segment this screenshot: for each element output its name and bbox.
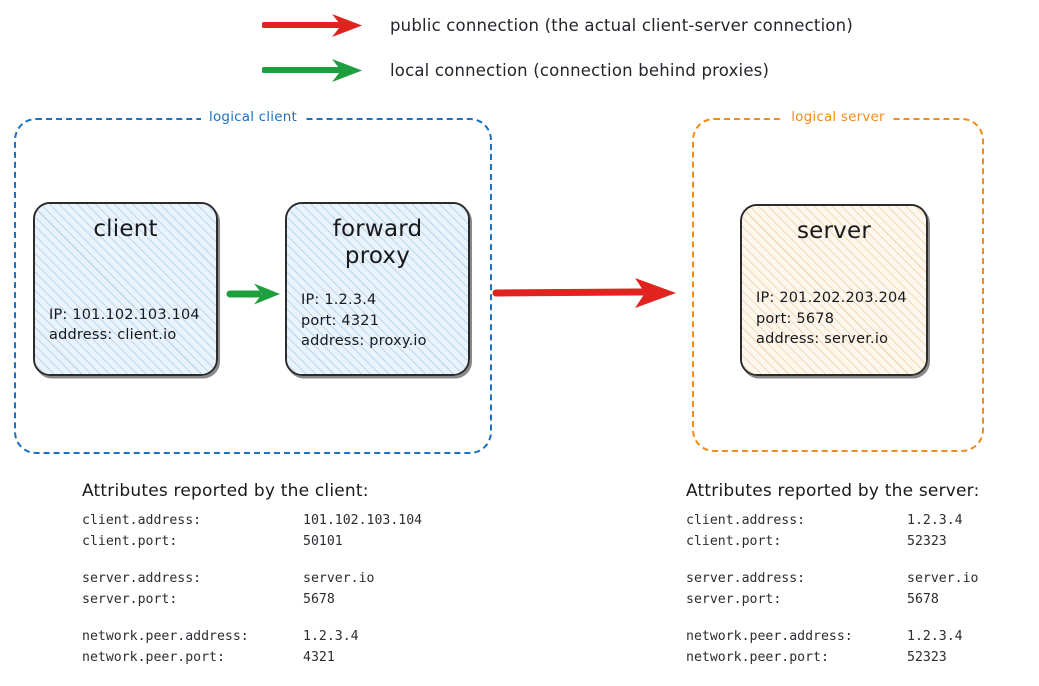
table-row: server.address: server.io [82,568,422,589]
server-attributes-block: Attributes reported by the server: clien… [686,481,980,668]
attr-key: client.port: [686,534,782,550]
node-client-attr-ip: IP: 101.102.103.104 [49,306,200,323]
node-forward-proxy-attr-port: port: 4321 [301,312,380,329]
node-forward-proxy-attrs: IP: 1.2.3.4 port: 4321 address: proxy.io [301,290,454,352]
logical-client-label-text: logical client [201,109,305,125]
node-forward-proxy-attr-ip: IP: 1.2.3.4 [301,292,377,309]
attr-key: network.peer.address: [686,628,853,644]
legend-item-local: local connection (connection behind prox… [262,57,769,83]
table-row: network.peer.port: 4321 [82,647,422,668]
client-attributes-heading: Attributes reported by the client: [82,481,369,501]
green-arrow-icon [262,59,362,82]
attr-value: 1.2.3.4 [303,628,359,644]
table-row: network.peer.address: 1.2.3.4 [82,626,422,647]
attr-value: 1.2.3.4 [907,513,963,528]
table-row: client.address: 1.2.3.4 [686,510,978,531]
node-server-title: server [796,218,871,244]
attr-key: server.port: [686,592,782,608]
logical-server-label-text: logical server [783,109,893,125]
attr-value: 52323 [907,534,947,550]
legend: public connection (the actual client-ser… [0,0,1039,100]
logical-client-label: logical client [16,109,490,125]
node-server: server IP: 201.202.203.204 port: 5678 ad… [740,204,928,376]
logical-client-container: logical client [14,109,492,454]
node-client: client IP: 101.102.103.104 address: clie… [33,202,218,376]
attr-value: 5678 [907,592,939,608]
table-row: client.port: 52323 [686,531,978,552]
node-server-attr-ip: IP: 201.202.203.204 [756,290,907,307]
client-attributes-table: client.address: 101.102.103.104 client.p… [82,510,422,668]
attr-key: client.address: [82,513,202,528]
node-forward-proxy-attr-address: address: proxy.io [301,333,427,350]
table-row-spacer [686,611,978,626]
attr-value: server.io [907,570,979,586]
red-arrow-public-connection-icon [492,278,676,308]
table-row: server.port: 5678 [686,589,978,610]
attr-value: 101.102.103.104 [303,513,423,528]
logical-server-container: logical server [692,109,984,452]
attr-key: server.port: [82,592,178,608]
legend-label-local: local connection (connection behind prox… [390,60,770,80]
attr-value: 5678 [303,592,335,608]
attr-key: server.address: [686,570,806,586]
attr-key: network.peer.address: [82,628,249,644]
table-row: server.port: 5678 [82,589,422,610]
legend-item-public: public connection (the actual client-ser… [262,12,853,38]
node-server-attr-address: address: server.io [756,331,889,348]
table-row: server.address: server.io [686,568,978,589]
table-row: client.port: 50101 [82,531,422,552]
node-server-attr-port: port: 5678 [756,310,835,327]
attr-value: 1.2.3.4 [907,628,963,644]
server-attributes-heading: Attributes reported by the server: [686,481,980,501]
red-arrow-icon [262,14,362,37]
attr-value: 50101 [303,534,343,550]
attr-key: server.address: [82,570,202,586]
node-forward-proxy: forward proxy IP: 1.2.3.4 port: 4321 add… [285,202,470,376]
attr-key: network.peer.port: [686,649,829,665]
table-row: client.address: 101.102.103.104 [82,510,422,531]
table-row-spacer [82,553,422,568]
node-client-attr-address: address: client.io [49,327,177,344]
table-row-spacer [82,611,422,626]
node-forward-proxy-title-line1: forward [332,216,423,242]
table-row: network.peer.address: 1.2.3.4 [686,626,978,647]
node-forward-proxy-body: forward proxy IP: 1.2.3.4 port: 4321 add… [287,204,468,374]
node-client-body: client IP: 101.102.103.104 address: clie… [35,204,216,374]
node-server-body: server IP: 201.202.203.204 port: 5678 ad… [742,206,926,374]
green-arrow-client-to-proxy-icon [226,283,280,305]
client-attributes-block: Attributes reported by the client: clien… [82,481,422,668]
table-row-spacer [686,553,978,568]
attr-value: 4321 [303,649,335,665]
node-client-attrs: IP: 101.102.103.104 address: client.io [49,305,202,346]
node-server-attrs: IP: 201.202.203.204 port: 5678 address: … [756,288,912,350]
table-row: network.peer.port: 52323 [686,647,978,668]
attr-key: network.peer.port: [82,649,225,665]
legend-label-public: public connection (the actual client-ser… [390,15,853,35]
attr-key: client.address: [686,513,806,528]
attr-value: server.io [303,570,375,586]
node-forward-proxy-title: forward proxy [301,216,454,270]
attr-key: client.port: [82,534,178,550]
attr-value: 52323 [907,649,947,665]
logical-server-label: logical server [694,109,982,125]
server-attributes-table: client.address: 1.2.3.4 client.port: 523… [686,510,978,668]
node-forward-proxy-title-line2: proxy [344,243,411,270]
node-client-title: client [93,216,158,242]
